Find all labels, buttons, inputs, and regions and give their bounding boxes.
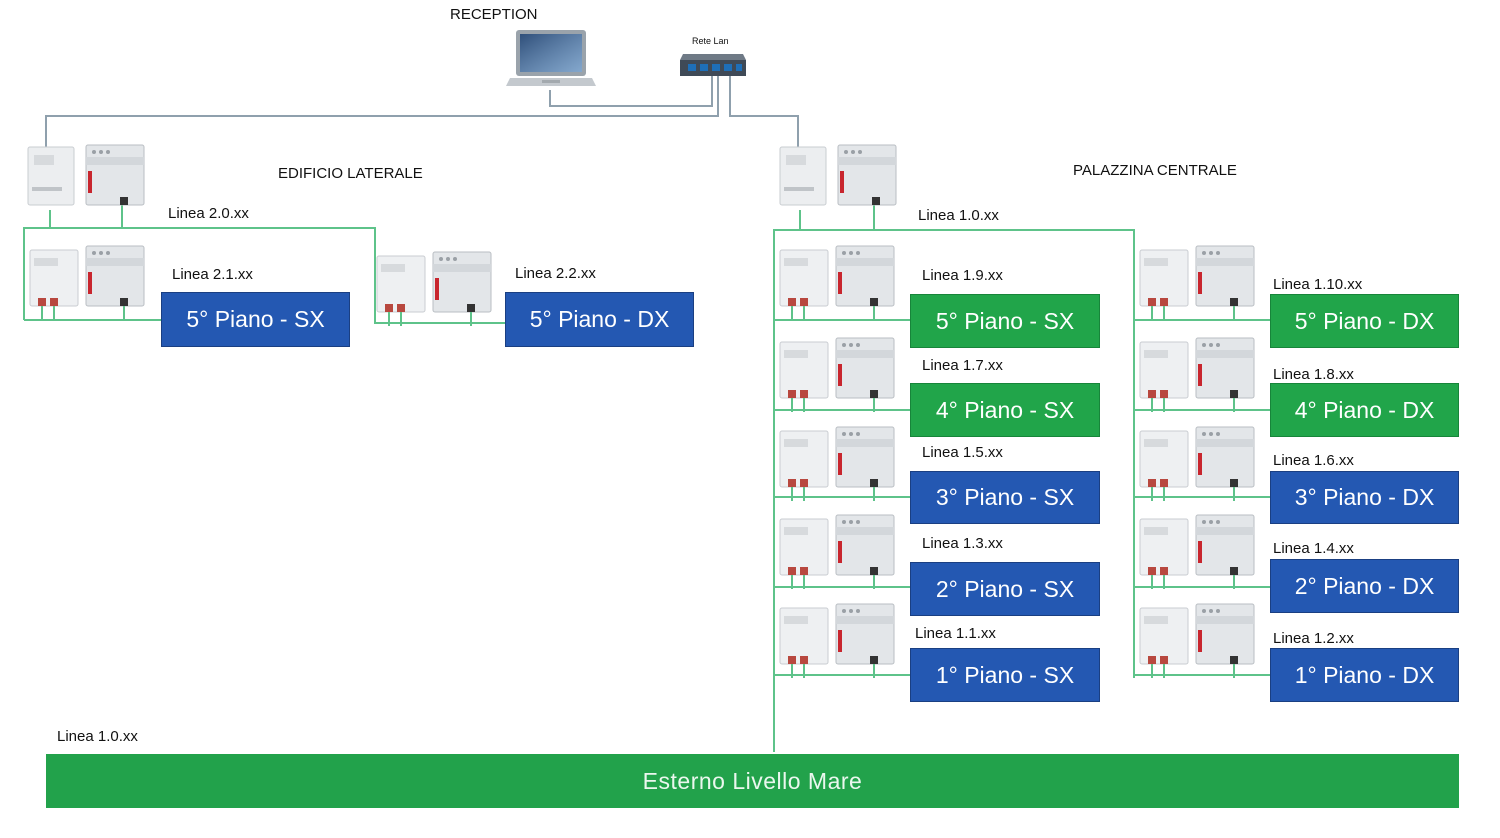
knx-device-group — [778, 244, 900, 325]
knx-device-group — [778, 425, 900, 506]
floor-box: 4° Piano - SX — [910, 383, 1100, 437]
knx-device-group — [26, 143, 148, 216]
knx-device-group — [375, 250, 497, 331]
knx-device-group — [778, 336, 900, 417]
line-label: Linea 1.7.xx — [922, 357, 1003, 374]
floor-box: 1° Piano - DX — [1270, 648, 1459, 702]
knx-device-group — [1138, 336, 1260, 417]
floor-box: 1° Piano - SX — [910, 648, 1100, 702]
line-label: Linea 1.8.xx — [1273, 366, 1354, 383]
knx-device-group — [28, 244, 150, 325]
line-label: Linea 1.10.xx — [1273, 276, 1363, 293]
line-label: Linea 1.6.xx — [1273, 452, 1354, 469]
floor-box: 5° Piano - SX — [910, 294, 1100, 348]
knx-device-group — [1138, 425, 1260, 506]
line-label: Linea 1.2.xx — [1273, 630, 1354, 647]
lan-lateral-wire — [45, 76, 719, 148]
line-label: Linea 2.2.xx — [515, 265, 596, 282]
floor-box: 5° Piano - SX — [161, 292, 350, 347]
building-title-lateral: EDIFICIO LATERALE — [278, 165, 423, 182]
floor-box: 3° Piano - DX — [1270, 471, 1459, 524]
knx-device-group — [1138, 602, 1260, 683]
building-title-central: PALAZZINA CENTRALE — [1073, 162, 1237, 179]
bus-line-2-0 — [23, 227, 505, 324]
network-switch-icon — [680, 54, 746, 76]
floor-box: 5° Piano - DX — [505, 292, 694, 347]
lan-wires — [45, 76, 799, 148]
floor-box: 2° Piano - SX — [910, 562, 1100, 616]
line-label-lateral-main: Linea 2.0.xx — [168, 205, 249, 222]
switch-label: Rete Lan — [692, 36, 729, 46]
knx-device-group — [778, 143, 900, 216]
line-label: Linea 1.5.xx — [922, 444, 1003, 461]
floor-box: 2° Piano - DX — [1270, 559, 1459, 613]
laptop-icon — [506, 30, 596, 86]
external-level-box: Esterno Livello Mare — [46, 754, 1459, 808]
knx-device-group — [1138, 244, 1260, 325]
line-label: Linea 1.9.xx — [922, 267, 1003, 284]
knx-device-group — [778, 602, 900, 683]
line-label: Linea 2.1.xx — [172, 266, 253, 283]
lan-central-wire — [729, 76, 799, 148]
bus-line-1-0 — [773, 229, 1135, 752]
knx-device-group — [778, 513, 900, 594]
floor-box: 5° Piano - DX — [1270, 294, 1459, 348]
line-label: Linea 1.1.xx — [915, 625, 996, 642]
lan-laptop-wire — [549, 76, 713, 107]
line-label: Linea 1.4.xx — [1273, 540, 1354, 557]
floor-box: 3° Piano - SX — [910, 471, 1100, 524]
knx-device-group — [1138, 513, 1260, 594]
bus-wires — [23, 205, 1270, 752]
floor-box: 4° Piano - DX — [1270, 383, 1459, 437]
reception-label: RECEPTION — [450, 6, 538, 23]
line-label-external: Linea 1.0.xx — [57, 728, 138, 745]
line-label: Linea 1.3.xx — [922, 535, 1003, 552]
line-label-central-main: Linea 1.0.xx — [918, 207, 999, 224]
